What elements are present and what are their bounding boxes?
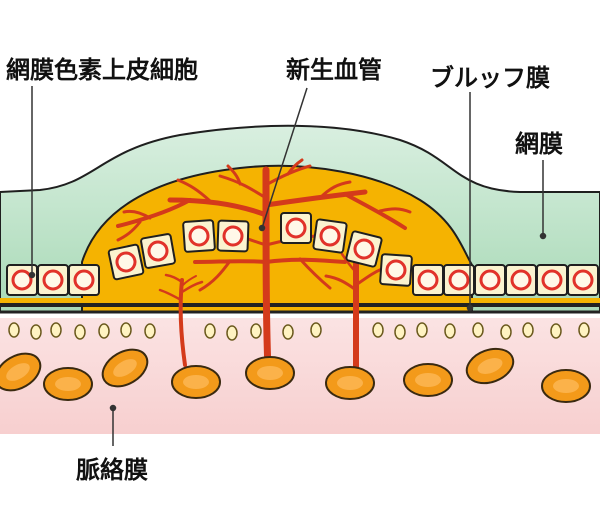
rpe-cell (37, 264, 69, 296)
rpe-cell-nucleus (479, 269, 501, 291)
choroid-vessel-inner (257, 366, 283, 380)
rpe-cell-nucleus (188, 225, 210, 247)
choroid-capillary (372, 322, 384, 338)
choroid-vessel-inner (6, 363, 30, 381)
rpe-cell (107, 243, 145, 281)
rpe-cell-nucleus (11, 269, 33, 291)
choroid-capillary (472, 322, 484, 338)
rpe-cell (379, 253, 413, 287)
rpe-cell-nucleus (319, 225, 341, 247)
rpe-cell (345, 230, 383, 268)
rpe-cells (6, 212, 599, 296)
rpe-cell-nucleus (285, 217, 307, 239)
rpe-cell (536, 264, 568, 296)
rpe-cell-nucleus (541, 269, 563, 291)
choroid-vessel-inner (477, 358, 503, 374)
rpe-cell (216, 219, 250, 253)
choroid-capillary (204, 323, 216, 339)
rpe-cell (567, 264, 599, 296)
neovascular-leader (261, 87, 308, 229)
choroid-vessel-inner (337, 376, 363, 390)
rpe-cell-nucleus (417, 269, 439, 291)
choroid-vessel-inner (553, 379, 579, 393)
label-retina: 網膜 (515, 130, 563, 158)
choroid-capillary (522, 322, 534, 338)
choroid-capillary (8, 322, 20, 338)
neovascular-leader-dot (258, 224, 266, 232)
choroid-vessel (101, 348, 149, 388)
rpe-cell (443, 264, 475, 296)
rpe-leader-dot (28, 271, 36, 279)
choroid-vessel-inner (183, 375, 209, 389)
choroid-vessel (541, 369, 591, 403)
choroid-capillary (394, 324, 406, 340)
label-choroid: 脈絡膜 (76, 456, 148, 484)
rpe-cell-nucleus (353, 238, 375, 260)
rpe-cell (280, 212, 312, 244)
rpe-cell-nucleus (448, 269, 470, 291)
rpe-cell (182, 219, 216, 253)
choroid-capillary (416, 322, 428, 338)
rpe-cell (412, 264, 444, 296)
choroid-vessel (325, 366, 375, 400)
choroid-capillary (500, 324, 512, 340)
choroid-capillary (550, 323, 562, 339)
rpe-cell (312, 218, 348, 254)
rpe-cell-nucleus (42, 269, 64, 291)
rpe-cell-nucleus (147, 240, 169, 262)
choroid-capillary (74, 324, 86, 340)
leader-lines (28, 86, 547, 446)
choroid-capillary (30, 324, 42, 340)
rpe-cell-nucleus (222, 225, 244, 247)
rpe-cell (505, 264, 537, 296)
retina-leader-dot (539, 232, 547, 240)
rpe-cell (6, 264, 38, 296)
choroid-capillary (578, 322, 590, 338)
choroid-capillary (444, 323, 456, 339)
choroid-capillary (50, 322, 62, 338)
choroid-capillary (120, 322, 132, 338)
choroid-vessel (43, 367, 93, 401)
label-neovascular: 新生血管 (286, 56, 382, 84)
choroid-vessel-inner (415, 373, 441, 387)
rpe-cell-nucleus (73, 269, 95, 291)
rpe-cell-nucleus (115, 251, 137, 273)
choroid-vessel (245, 356, 295, 390)
rpe-cell-nucleus (572, 269, 594, 291)
rpe-cell-nucleus (510, 269, 532, 291)
bruch-leader-dot (466, 304, 474, 312)
rpe-cell (474, 264, 506, 296)
choroid-capillary (282, 324, 294, 340)
rpe-cell (140, 233, 176, 269)
choroid-capillary (98, 323, 110, 339)
choroid-vessels (0, 347, 591, 403)
choroid-capillaries (8, 322, 590, 341)
choroid-vessel-inner (55, 377, 81, 391)
choroid-capillary (226, 325, 238, 341)
rpe-cell (68, 264, 100, 296)
choroid-vessel (465, 347, 515, 385)
sub-rpe-band (0, 298, 600, 304)
choroid-capillary (144, 323, 156, 339)
label-rpe: 網膜色素上皮細胞 (6, 56, 198, 84)
choroid-capillary (250, 323, 262, 339)
choroid-leader-dot (109, 404, 117, 412)
choroid-vessel (0, 352, 42, 392)
choroid-vessel (171, 365, 221, 399)
neovascular-vessels (116, 158, 412, 374)
choroid-capillary (310, 322, 322, 338)
choroid-vessel-inner (113, 359, 137, 377)
choroid-vessel (403, 363, 453, 397)
label-bruch: ブルッフ膜 (430, 64, 550, 92)
rpe-cell-nucleus (385, 259, 407, 281)
